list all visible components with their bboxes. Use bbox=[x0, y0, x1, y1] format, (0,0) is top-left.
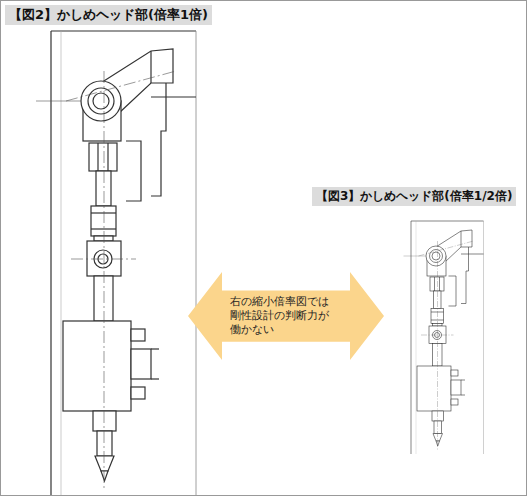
figure-heading: 【図3】かしめヘッド部(倍率1/2倍) bbox=[312, 187, 516, 206]
double-arrow-note: 右の縮小倍率図では 剛性設計の判断力が 働かない bbox=[188, 272, 384, 360]
head-drawing-half bbox=[404, 221, 484, 454]
figure-heading: 【図2】かしめヘッド部(倍率1倍) bbox=[5, 5, 212, 25]
head-drawing-full bbox=[36, 31, 196, 496]
note-text: 右の縮小倍率図では 剛性設計の判断力が 働かない bbox=[230, 295, 342, 336]
